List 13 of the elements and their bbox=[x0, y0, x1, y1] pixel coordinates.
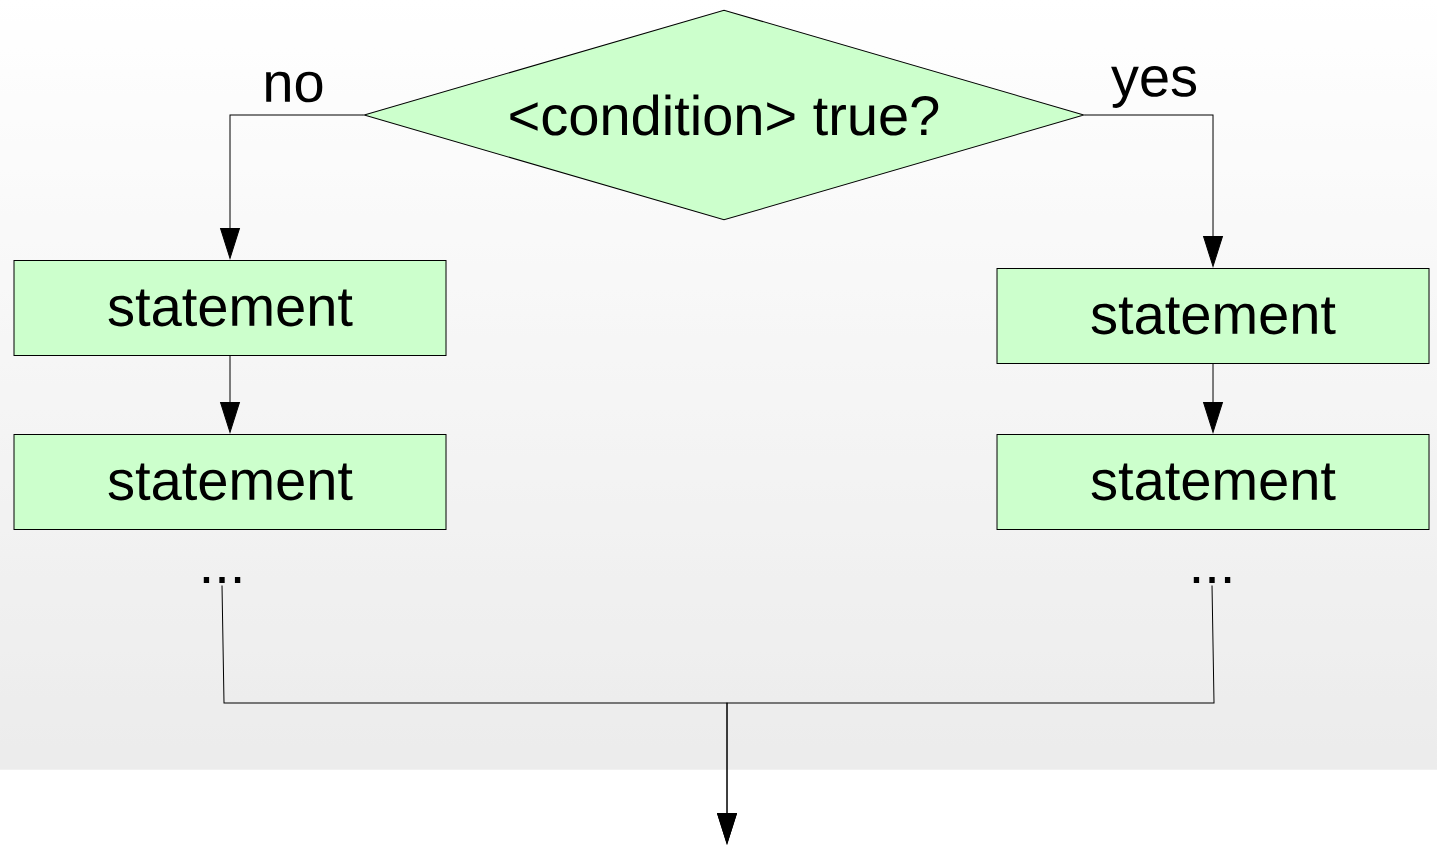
arrow bbox=[1084, 114, 1223, 267]
edge-label: yes bbox=[1111, 66, 1197, 108]
ellipsis-text: ... bbox=[203, 577, 241, 583]
edge-label: no bbox=[266, 71, 323, 103]
arrow bbox=[717, 585, 1215, 844]
arrow bbox=[220, 114, 364, 259]
arrow bbox=[220, 355, 240, 433]
statement-box: statement bbox=[996, 434, 1430, 530]
statement-box: statement bbox=[13, 434, 447, 530]
statement-box: statement bbox=[13, 260, 447, 356]
ellipsis-text: ... bbox=[1193, 577, 1231, 583]
statement-box: statement bbox=[996, 268, 1430, 364]
arrow bbox=[1203, 363, 1223, 433]
